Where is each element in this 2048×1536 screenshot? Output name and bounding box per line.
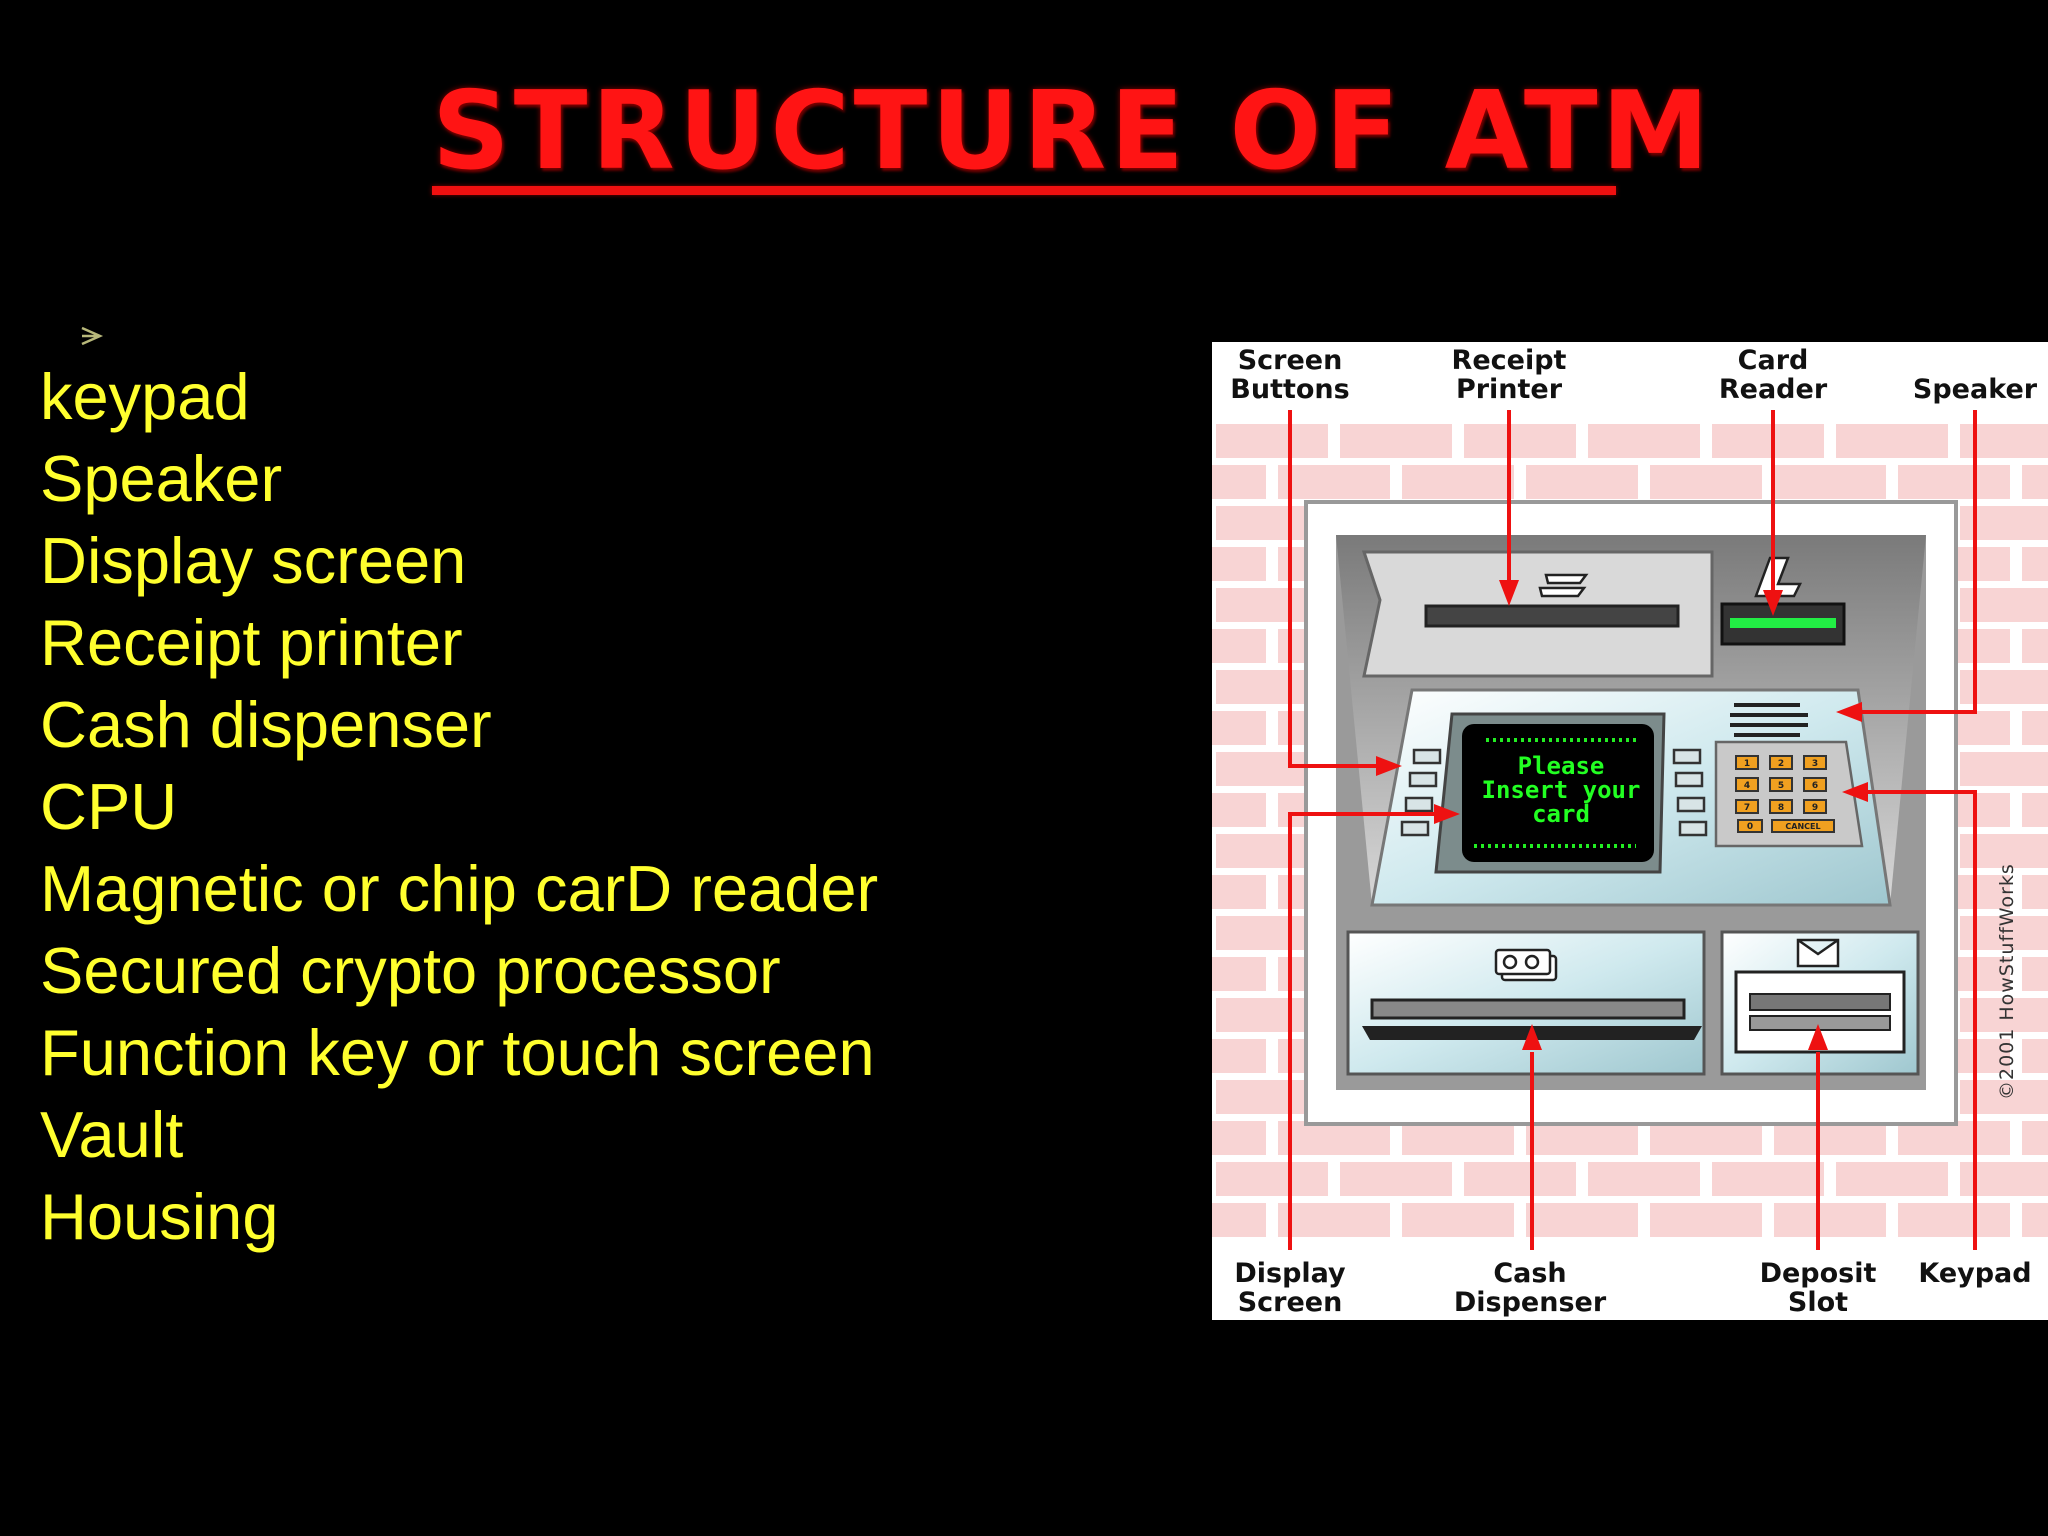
label-keypad: Keypad (1918, 1258, 2032, 1289)
keypad-key-label: 2 (1778, 759, 1784, 769)
list-item: Display screen (40, 524, 467, 597)
list-item: Speaker (40, 442, 283, 515)
label-line: Dispenser (1453, 1287, 1607, 1318)
label-line: Buttons (1230, 374, 1350, 405)
list-item: Magnetic or chip carD reader (40, 852, 879, 925)
label-line: Slot (1787, 1287, 1849, 1318)
keypad-key-label: 9 (1812, 803, 1818, 813)
label-card-reader: Card Reader (1706, 346, 1840, 404)
list-item: CPU (40, 770, 178, 843)
keypad-key-label: 8 (1778, 803, 1784, 813)
list-item: Secured crypto processor (40, 934, 781, 1007)
component-list: keypad Speaker Display screen Receipt pr… (40, 356, 878, 1258)
list-item: Receipt printer (40, 606, 463, 679)
pointer-lines (1288, 410, 1977, 1250)
envelope-icon (1796, 938, 1840, 968)
slide-title: STRUCTURE OF ATM (432, 69, 1714, 194)
label-screen-buttons: Screen Buttons (1222, 346, 1358, 404)
keypad-key-labels: 1 2 3 4 5 6 7 8 9 0 CANCEL (1744, 759, 1821, 832)
pointer-arrowheads (1376, 580, 1868, 1050)
label-line: Reader (1718, 374, 1828, 405)
label-line: Printer (1455, 374, 1563, 405)
screen-buttons (1400, 748, 1708, 837)
keypad-key-label: CANCEL (1785, 822, 1820, 831)
display-screen (1462, 724, 1654, 862)
cash-slot (1370, 998, 1686, 1020)
list-item: Vault (40, 1098, 184, 1171)
label-line: Deposit (1759, 1258, 1877, 1289)
display-message-line: Insert your (1481, 776, 1641, 804)
keypad-key-label: 4 (1744, 781, 1750, 791)
deposit-slot (1749, 993, 1891, 1011)
speaker-grille (1730, 703, 1808, 737)
keypad-key-label: 1 (1744, 759, 1750, 769)
deposit-slot-lower (1749, 1015, 1891, 1031)
keypad-key-label: 0 (1747, 822, 1753, 832)
copyright-notice: ©2001 HowStuffWorks (1996, 863, 2018, 1100)
title-underline (432, 186, 1616, 195)
card-icon (1754, 556, 1803, 598)
receipt-icon (1538, 573, 1589, 598)
label-deposit-slot: Deposit Slot (1752, 1259, 1884, 1317)
list-item: Cash dispenser (40, 688, 492, 761)
atm-diagram: 1 2 3 4 5 6 7 8 9 0 CANCEL (1212, 342, 2048, 1320)
label-line: Cash (1493, 1258, 1567, 1289)
keypad-key-label: 6 (1812, 781, 1818, 791)
label-line: Receipt (1451, 345, 1567, 376)
label-line: Screen (1237, 1287, 1343, 1318)
keypad-key-label: 5 (1778, 781, 1784, 791)
list-item: keypad (40, 360, 250, 433)
label-line: Card (1737, 345, 1809, 376)
keypad-key-label: 7 (1744, 803, 1750, 813)
receipt-slot (1424, 604, 1680, 628)
list-item: Housing (40, 1180, 279, 1253)
label-speaker: Speaker (1912, 374, 2038, 405)
display-message-line: Please (1517, 752, 1605, 780)
label-line: Display (1234, 1258, 1346, 1289)
keypad-key-label: 3 (1812, 759, 1818, 769)
card-slot-light (1730, 618, 1836, 628)
label-receipt-printer: Receipt Printer (1440, 346, 1578, 404)
display-message-line: card (1532, 800, 1590, 828)
display-message: Please Insert your card (1466, 754, 1656, 826)
list-item: Function key or touch screen (40, 1016, 875, 1089)
cash-icon (1494, 948, 1558, 982)
label-cash-dispenser: Cash Dispenser (1450, 1259, 1610, 1317)
arrow-bullet-icon (81, 326, 104, 346)
keypad-keys (1735, 755, 1835, 833)
label-display-screen: Display Screen (1222, 1259, 1358, 1317)
atm-illustration: 1 2 3 4 5 6 7 8 9 0 CANCEL (1212, 410, 2048, 1250)
label-line: Screen (1237, 345, 1343, 376)
